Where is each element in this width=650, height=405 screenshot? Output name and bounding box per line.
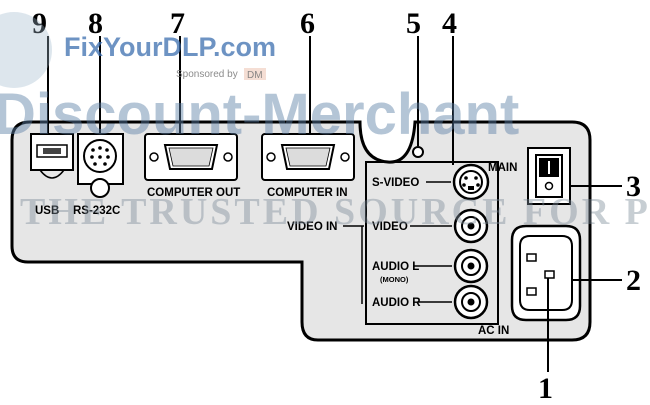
usb-port bbox=[30, 133, 74, 179]
callout-1: 1 bbox=[538, 372, 553, 405]
main-label: MAIN bbox=[488, 162, 517, 174]
callout-8: 8 bbox=[88, 7, 103, 40]
callout-6: 6 bbox=[300, 7, 315, 40]
ac-inlet bbox=[510, 224, 582, 322]
video-in-label: VIDEO IN bbox=[287, 221, 337, 233]
security-slot bbox=[412, 146, 424, 158]
callout-3: 3 bbox=[626, 170, 641, 203]
mono-label: (MONO) bbox=[380, 275, 409, 284]
av-input-group-box bbox=[365, 161, 499, 325]
audio-r-label: AUDIO R bbox=[372, 297, 421, 309]
video-jack bbox=[453, 208, 489, 244]
watermark: FixYourDLP.com Sponsored by DM Discount-… bbox=[0, 12, 650, 233]
computer-in-port bbox=[261, 133, 355, 181]
main-power-switch bbox=[527, 147, 571, 205]
callout-4: 4 bbox=[442, 7, 457, 40]
computer-out-label: COMPUTER OUT bbox=[147, 187, 240, 199]
computer-in-label: COMPUTER IN bbox=[267, 187, 348, 199]
watermark-tagline-text: THE TRUSTED SOURCE FOR PROJECTOR LAMPS bbox=[20, 191, 650, 233]
s-video-label: S-VIDEO bbox=[372, 177, 419, 189]
audio-r-jack bbox=[453, 284, 489, 320]
watermark-sponsor-text: Sponsored by bbox=[176, 69, 238, 80]
watermark-sponsor-logo: DM bbox=[247, 70, 263, 81]
rs232c-port bbox=[77, 133, 124, 198]
ac-in-label: AC IN bbox=[478, 325, 509, 337]
video-label: VIDEO bbox=[372, 221, 408, 233]
watermark-site-text: FixYourDLP.com bbox=[64, 32, 276, 62]
s-video-jack bbox=[452, 163, 490, 201]
callout-9: 9 bbox=[32, 7, 47, 40]
usb-label: USB bbox=[35, 205, 59, 217]
audio-l-jack bbox=[453, 248, 489, 284]
callout-5: 5 bbox=[406, 7, 421, 40]
callout-2: 2 bbox=[626, 264, 641, 297]
computer-out-port bbox=[144, 133, 238, 181]
callout-7: 7 bbox=[170, 7, 185, 40]
watermark-brand-text: Discount-Merchant bbox=[0, 82, 519, 147]
audio-l-label: AUDIO L bbox=[372, 261, 419, 273]
rs232c-label: RS-232C bbox=[73, 205, 120, 217]
